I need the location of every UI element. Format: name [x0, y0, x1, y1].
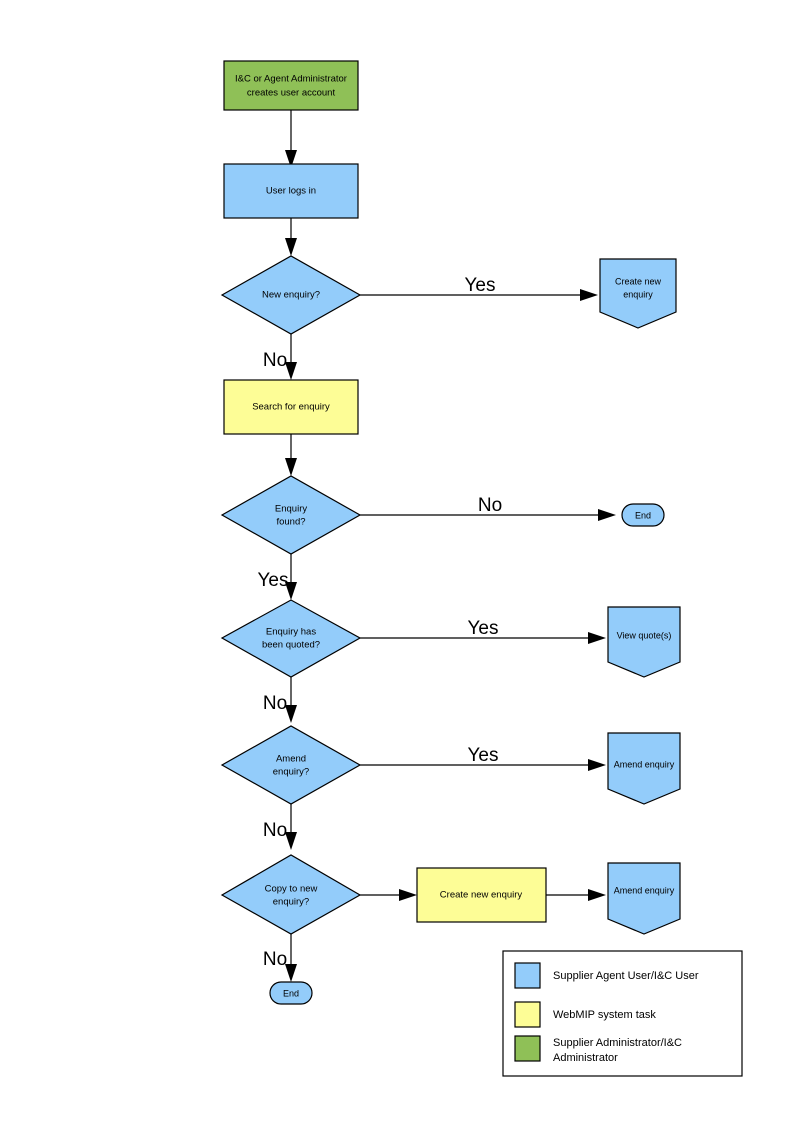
edge-label-copy-to-new-no: No [263, 949, 287, 970]
node-search-for-enquiry[interactable]: Search for enquiry [223, 379, 359, 435]
edge-new-enquiry-yes: Yes [360, 275, 598, 301]
edge-login-to-new-enquiry [285, 218, 297, 256]
node-amend-enquiry-question[interactable]: Amend enquiry? [220, 725, 362, 805]
node-enquiry-found-question-label-2: found? [276, 517, 305, 528]
node-search-for-enquiry-label: Search for enquiry [252, 402, 330, 413]
node-user-logs-in-label: User logs in [266, 186, 316, 197]
node-amend-enquiry-1-label: Amend enquiry [614, 759, 675, 769]
legend-label-user: Supplier Agent User/I&C User [553, 970, 699, 982]
node-view-quotes[interactable]: View quote(s) [607, 606, 681, 678]
node-create-new-enquiry-2[interactable]: Create new enquiry [416, 867, 547, 923]
edge-create-account-to-login [285, 110, 297, 168]
legend-label-system: WebMIP system task [553, 1009, 656, 1021]
legend: Supplier Agent User/I&C User WebMIP syst… [502, 950, 743, 1077]
node-copy-to-new-question-label-1: Copy to new [265, 884, 318, 895]
node-new-enquiry-question-label: New enquiry? [262, 290, 320, 301]
edge-label-enquiry-found-yes: Yes [258, 570, 289, 591]
node-enquiry-found-question-label-1: Enquiry [275, 504, 307, 515]
edge-label-enquiry-quoted-yes: Yes [468, 618, 499, 639]
edge-enquiry-quoted-no: No [263, 677, 297, 723]
edge-label-enquiry-found-no: No [478, 495, 502, 516]
node-enquiry-found-question[interactable]: Enquiry found? [220, 475, 362, 555]
node-create-account[interactable]: I&C or Agent Administrator creates user … [223, 60, 359, 111]
edge-create-to-amend [546, 889, 606, 901]
legend-border [502, 950, 743, 1077]
node-create-new-enquiry-2-label: Create new enquiry [440, 890, 523, 901]
node-create-new-enquiry-1-label-1: Create new [615, 276, 662, 286]
node-new-enquiry-question[interactable]: New enquiry? [220, 255, 362, 335]
edge-enquiry-found-no: No [360, 495, 616, 521]
node-enquiry-quoted-question-label-1: Enquiry has [266, 627, 316, 638]
legend-label-admin-1: Supplier Administrator/I&C [553, 1037, 682, 1049]
node-amend-enquiry-2-label: Amend enquiry [614, 885, 675, 895]
node-end-2-label: End [283, 988, 299, 998]
node-enquiry-quoted-question[interactable]: Enquiry has been quoted? [220, 599, 362, 678]
edge-label-amend-enquiry-yes: Yes [468, 745, 499, 766]
legend-swatch-user [514, 962, 541, 989]
node-create-new-enquiry-1-label-2: enquiry [623, 289, 653, 299]
legend-label-admin-2: Administrator [553, 1052, 618, 1064]
node-create-new-enquiry-1[interactable]: Create new enquiry [599, 258, 677, 329]
node-copy-to-new-question-label-2: enquiry? [273, 897, 309, 908]
node-copy-to-new-question[interactable]: Copy to new enquiry? [220, 854, 362, 935]
edge-copy-to-new-yes [360, 889, 417, 901]
node-end-2[interactable]: End [269, 981, 313, 1005]
node-create-account-label-1: I&C or Agent Administrator [235, 74, 347, 85]
edge-enquiry-quoted-yes: Yes [360, 618, 606, 644]
node-create-account-label-2: creates user account [247, 88, 336, 99]
edge-new-enquiry-no: No [263, 334, 297, 380]
edge-enquiry-found-yes: Yes [258, 554, 297, 600]
node-amend-enquiry-1[interactable]: Amend enquiry [607, 732, 681, 805]
node-view-quotes-label: View quote(s) [617, 630, 672, 640]
edge-amend-enquiry-no: No [263, 804, 297, 850]
node-amend-enquiry-question-label-2: enquiry? [273, 767, 309, 778]
edge-amend-enquiry-yes: Yes [360, 745, 606, 771]
edge-label-new-enquiry-yes: Yes [465, 275, 496, 296]
node-end-1[interactable]: End [621, 503, 665, 527]
node-enquiry-quoted-question-label-2: been quoted? [262, 640, 320, 651]
edge-search-to-found [285, 434, 297, 476]
node-end-1-label: End [635, 510, 651, 520]
edge-label-amend-enquiry-no: No [263, 820, 287, 841]
node-user-logs-in[interactable]: User logs in [223, 163, 359, 219]
edge-label-enquiry-quoted-no: No [263, 693, 287, 714]
node-amend-enquiry-question-label-1: Amend [276, 754, 306, 765]
edge-label-new-enquiry-no: No [263, 350, 287, 371]
legend-swatch-system [514, 1001, 541, 1028]
legend-swatch-admin [514, 1035, 541, 1062]
edge-copy-to-new-no: No [263, 934, 297, 982]
node-amend-enquiry-2[interactable]: Amend enquiry [607, 862, 681, 935]
